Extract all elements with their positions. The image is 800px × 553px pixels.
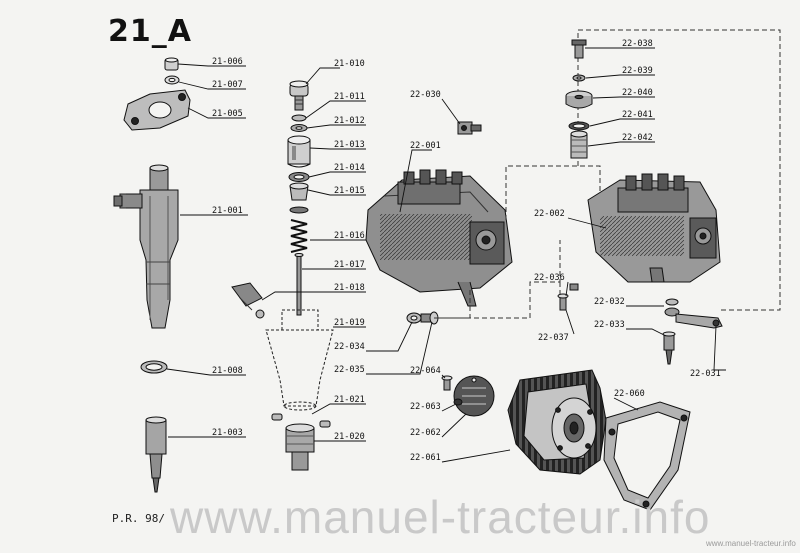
- washer-21-007: [164, 75, 180, 85]
- seal-22-041: [568, 121, 590, 131]
- bolt-22-036: [557, 283, 579, 311]
- label-22-064: 22-064: [410, 366, 441, 376]
- washer-22-039: [572, 74, 586, 82]
- label-21-008: 21-008: [212, 366, 243, 376]
- nut-21-006: [164, 57, 179, 71]
- label-22-032: 22-032: [594, 297, 625, 307]
- watermark-small: www.manuel-tracteur.info: [706, 539, 796, 548]
- label-21-015: 21-015: [334, 186, 365, 196]
- label-22-062: 22-062: [410, 428, 441, 438]
- label-22-038: 22-038: [622, 39, 653, 49]
- spring-21-016: [290, 219, 308, 253]
- label-22-060: 22-060: [614, 389, 645, 399]
- label-21-013: 21-013: [334, 140, 365, 150]
- part-labels: 21-006 21-007 21-005 21-001 21-008 21-00…: [212, 39, 721, 463]
- label-21-018: 21-018: [334, 283, 365, 293]
- label-22-063: 22-063: [410, 402, 441, 412]
- label-22-033: 22-033: [594, 320, 625, 330]
- label-21-010: 21-010: [334, 59, 365, 69]
- nozzle-21-003: [145, 416, 167, 493]
- label-21-020: 21-020: [334, 432, 365, 442]
- footer-reference: P.R. 98/: [112, 512, 165, 525]
- label-22-002: 22-002: [534, 209, 565, 219]
- label-21-019: 21-019: [334, 318, 365, 328]
- page-title: 21_A: [108, 14, 192, 49]
- flange-21-005: [123, 89, 191, 131]
- label-21-017: 21-017: [334, 260, 365, 270]
- coupling-21-020: [285, 423, 315, 471]
- gear-22-061: [507, 369, 607, 475]
- label-22-037: 22-037: [538, 333, 569, 343]
- label-22-036: 22-036: [534, 273, 565, 283]
- label-21-007: 21-007: [212, 80, 243, 90]
- ring-21-014: [288, 172, 310, 182]
- label-22-061: 22-061: [410, 453, 441, 463]
- filter-22-042: [570, 130, 588, 159]
- cover-22-040: [565, 90, 593, 109]
- label-21-003: 21-003: [212, 428, 243, 438]
- label-21-001: 21-001: [212, 206, 243, 216]
- injector-body-21-001: [113, 164, 179, 329]
- pin-21-021: [271, 413, 331, 428]
- leader-lines: [166, 47, 726, 463]
- label-22-040: 22-040: [622, 88, 653, 98]
- bolt-21-010: [289, 80, 309, 111]
- injector-group: [113, 57, 191, 493]
- injection-pump-22-002: [587, 173, 721, 283]
- label-21-012: 21-012: [334, 116, 365, 126]
- washer-21-012: [290, 124, 308, 132]
- label-22-042: 22-042: [622, 133, 653, 143]
- label-21-011: 21-011: [334, 92, 365, 102]
- label-22-031: 22-031: [690, 369, 721, 379]
- label-22-035: 22-035: [334, 365, 365, 375]
- cover-plate-22-062: [453, 375, 495, 417]
- valve-stack-group: [231, 80, 334, 471]
- bleed-screw-22-030: [457, 121, 482, 135]
- filter-stack-group: [565, 39, 593, 159]
- watermark: www.manuel-tracteur.info: [170, 491, 711, 543]
- bolt-22-064: [441, 375, 453, 391]
- screw-22-038: [571, 39, 587, 59]
- washer-21-008: [140, 360, 168, 374]
- lever-22-032: [664, 298, 723, 329]
- label-21-016: 21-016: [334, 231, 365, 241]
- label-22-001: 22-001: [410, 141, 441, 151]
- label-22-041: 22-041: [622, 110, 653, 120]
- label-21-021: 21-021: [334, 395, 365, 405]
- body-outline-21-019: [265, 309, 334, 411]
- label-22-030: 22-030: [410, 90, 441, 100]
- label-22-039: 22-039: [622, 66, 653, 76]
- label-21-014: 21-014: [334, 163, 365, 173]
- pin-21-017: [294, 253, 304, 316]
- sleeve-21-013: [287, 135, 311, 168]
- washer-21-011: [291, 114, 307, 122]
- label-22-034: 22-034: [334, 342, 365, 352]
- fitting-21-018: [231, 282, 265, 319]
- label-21-005: 21-005: [212, 109, 243, 119]
- washer-22-063: [453, 398, 463, 406]
- gasket-22-060: [603, 401, 691, 511]
- cup-21-015: [289, 182, 309, 214]
- injection-pump-22-001: [365, 121, 513, 307]
- link-22-033: [662, 331, 676, 365]
- label-21-006: 21-006: [212, 57, 243, 67]
